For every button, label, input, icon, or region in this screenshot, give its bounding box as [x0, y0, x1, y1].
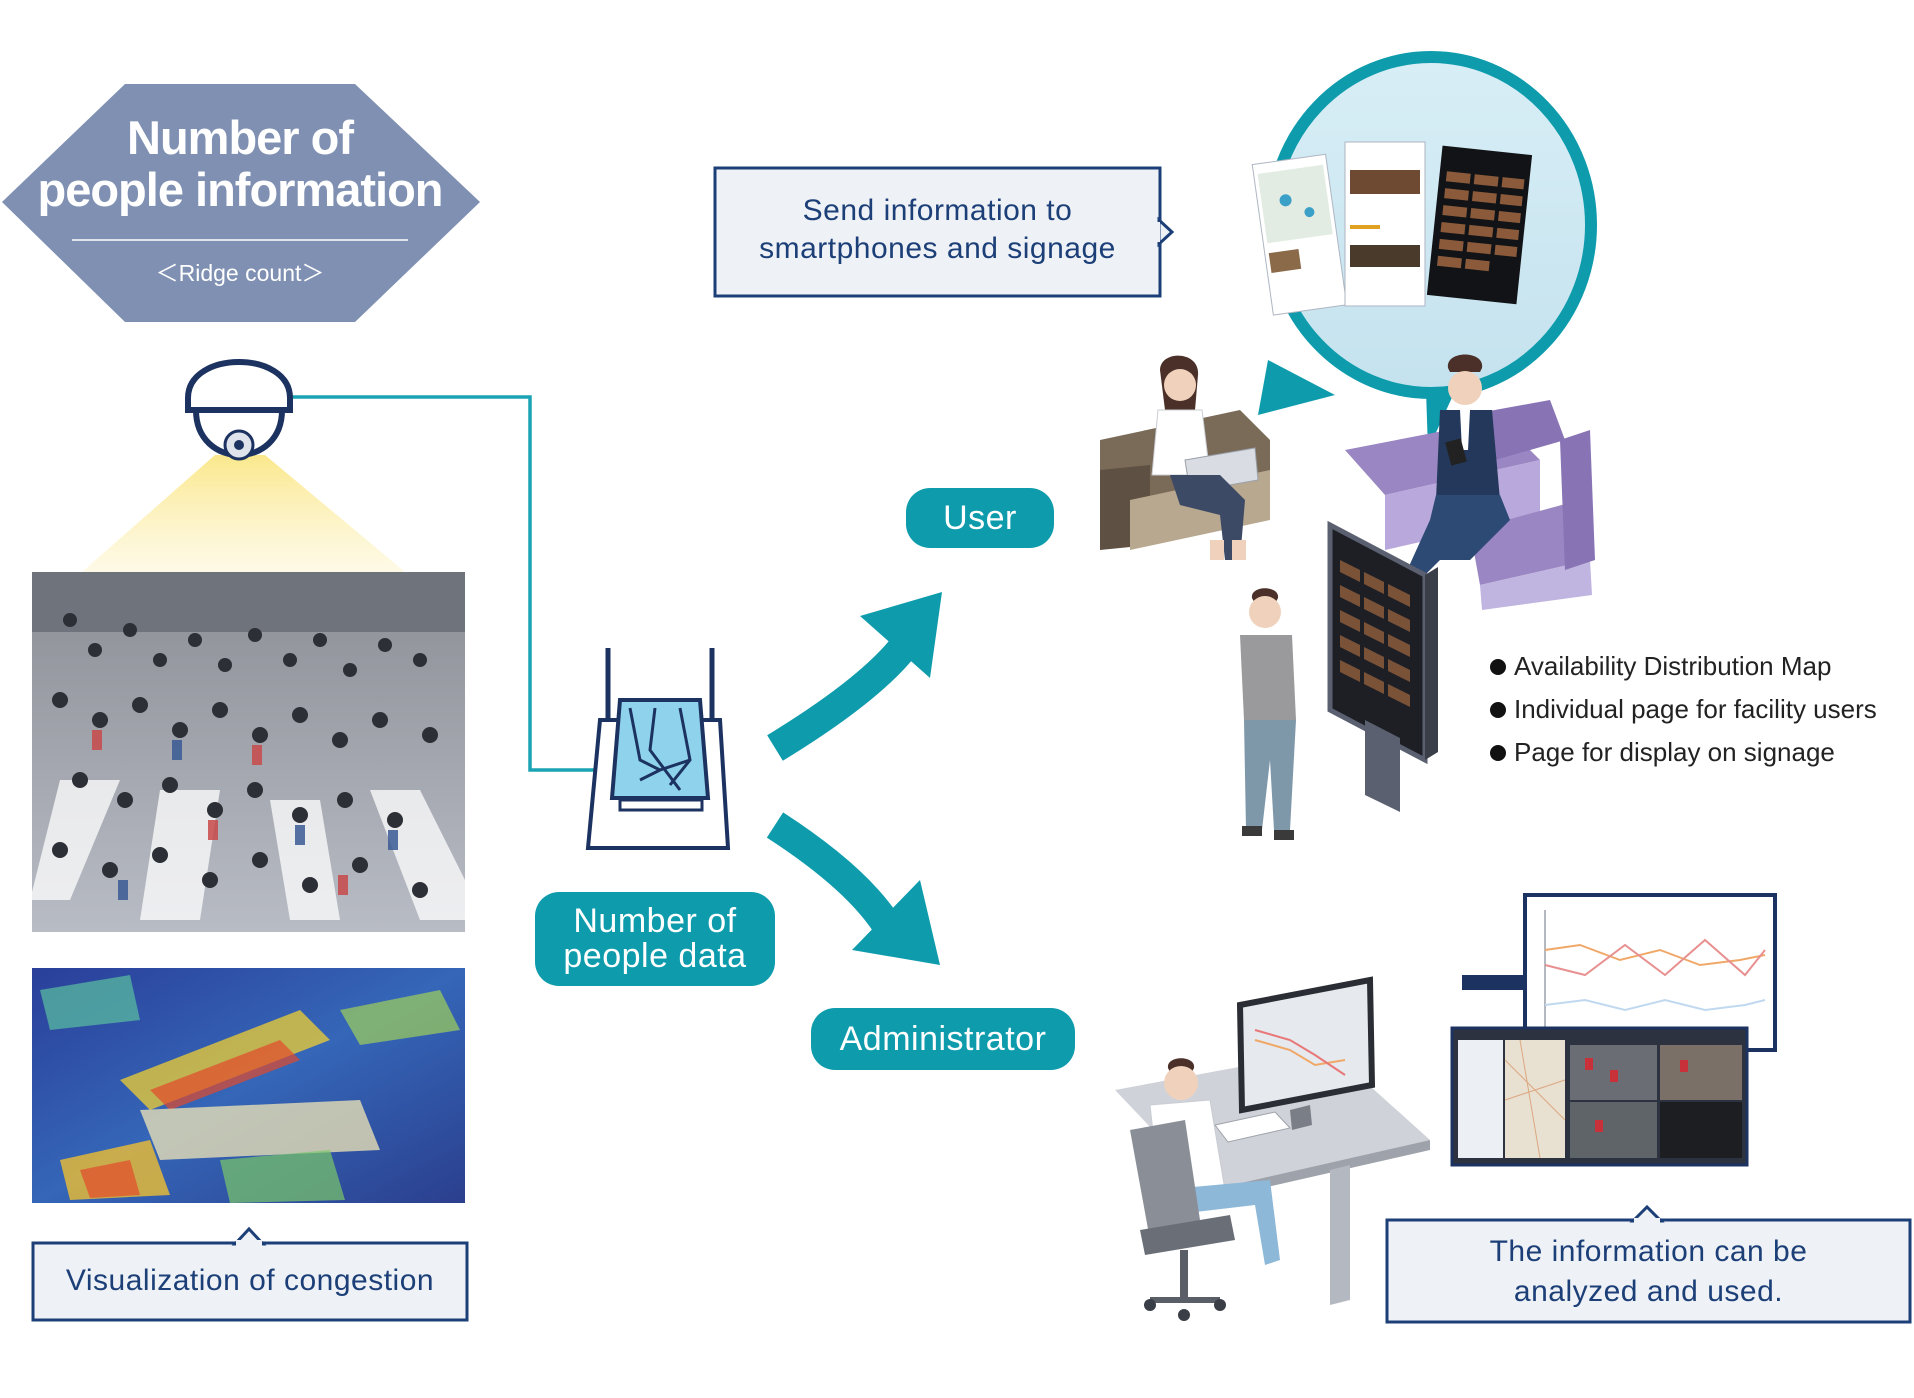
standing-man: [1240, 588, 1296, 840]
camera-light-beam: [82, 455, 405, 572]
camera-icon: [185, 359, 293, 461]
heatmap-photo: [32, 968, 465, 1203]
crowd-photo: [30, 572, 465, 932]
header-title-line1: Number of: [127, 111, 354, 164]
feature-list: Availability Distribution Map Individual…: [1490, 645, 1877, 774]
analyze-line1: The information can be: [1489, 1235, 1808, 1268]
bullet-dot-icon: [1490, 658, 1506, 675]
woman-on-armchair: [1100, 355, 1270, 560]
facility-page-screen: [1344, 141, 1426, 307]
signage-page-screen: [1426, 145, 1533, 305]
administrator-desk-scene: [1115, 976, 1430, 1321]
analyze-text: The information can be analyzed and used…: [1387, 1232, 1910, 1312]
map-screen: [1251, 153, 1348, 316]
header-subtitle: ＜Ridge count＞: [155, 260, 325, 286]
people-data-label: Number of people data: [535, 892, 775, 986]
analyze-callout: [1385, 1204, 1912, 1324]
send-info-text: Send information to smartphones and sign…: [715, 192, 1160, 268]
header-hexagon: [2, 84, 480, 322]
send-info-line1: Send information to: [802, 194, 1073, 227]
screens-speech-bubble: [1251, 51, 1597, 450]
dashboard-panel: [1450, 1026, 1749, 1167]
arrow-to-user: [767, 592, 942, 761]
user-label: User: [906, 488, 1054, 548]
administrator-label: Administrator: [811, 1008, 1075, 1070]
analyze-line2: analyzed and used.: [1513, 1275, 1784, 1308]
visualization-label: Visualization of congestion: [65, 1264, 435, 1297]
router-device: [585, 648, 731, 850]
visualization-callout: [31, 1226, 469, 1322]
feature-item: Page for display on signage: [1490, 731, 1877, 774]
header-title: Number of people information: [20, 112, 460, 216]
line-chart-panel: [1462, 893, 1777, 1052]
people-data-line2: people data: [563, 937, 747, 975]
arrow-to-administrator: [766, 812, 940, 965]
send-info-callout: [713, 166, 1175, 298]
bullet-dot-icon: [1490, 744, 1506, 761]
send-info-line2: smartphones and signage: [759, 232, 1116, 265]
header-title-line2: people information: [37, 163, 444, 216]
man-on-seats: [1345, 354, 1595, 610]
feature-item: Availability Distribution Map: [1490, 645, 1877, 688]
people-data-line1: Number of: [573, 902, 737, 940]
feature-item: Individual page for facility users: [1490, 688, 1877, 731]
bullet-dot-icon: [1490, 701, 1506, 718]
signage-kiosk: [1327, 520, 1438, 812]
camera-connection-line: [290, 395, 595, 772]
